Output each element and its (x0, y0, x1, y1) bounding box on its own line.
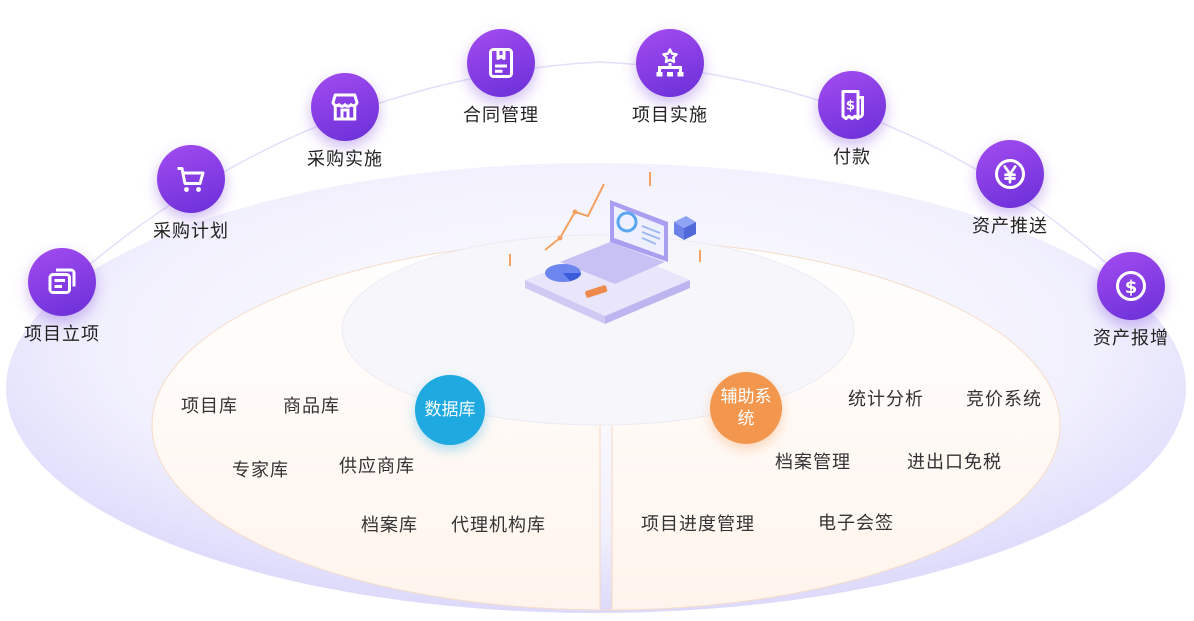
shopping-cart-icon (177, 167, 205, 192)
step-label: 采购计划 (153, 221, 229, 242)
step-label: 项目立项 (24, 324, 100, 345)
step-label: 付款 (833, 147, 871, 168)
step-project-initiation[interactable]: 项目立项 (2, 248, 122, 346)
svg-text:$: $ (1125, 277, 1138, 298)
step-procurement-plan[interactable]: 采购计划 (131, 145, 251, 243)
database-item[interactable]: 代理机构库 (451, 515, 546, 536)
hierarchy-icon (656, 48, 684, 77)
database-item[interactable]: 专家库 (232, 460, 289, 481)
auxiliary-item[interactable]: 项目进度管理 (641, 514, 755, 535)
svg-text:$: $ (846, 98, 855, 114)
dollar-coin-icon: $ (1116, 271, 1146, 301)
step-procurement-implementation[interactable]: 采购实施 (285, 73, 405, 171)
auxiliary-item[interactable]: 统计分析 (848, 389, 924, 410)
contract-icon (489, 48, 513, 78)
auxiliary-item[interactable]: 竞价系统 (966, 389, 1042, 410)
step-asset-addition[interactable]: $ 资产报增 (1071, 252, 1191, 350)
step-payment[interactable]: $ 付款 (792, 71, 912, 169)
step-label: 资产推送 (972, 216, 1048, 237)
database-item[interactable]: 商品库 (283, 396, 340, 417)
documents-icon (48, 268, 76, 294)
database-item[interactable]: 档案库 (361, 515, 418, 536)
laptop-illustration (509, 172, 701, 324)
step-label: 项目实施 (632, 105, 708, 126)
step-label: 合同管理 (463, 105, 539, 126)
auxiliary-badge[interactable]: 辅助系统 (710, 372, 782, 444)
step-project-implementation[interactable]: 项目实施 (610, 29, 730, 127)
storefront-icon (331, 93, 359, 121)
receipt-dollar-icon: $ (841, 90, 864, 120)
step-label: 采购实施 (307, 149, 383, 170)
auxiliary-item[interactable]: 电子会签 (818, 513, 894, 534)
yen-coin-icon (995, 159, 1025, 189)
step-contract-management[interactable]: 合同管理 (441, 29, 561, 127)
database-item[interactable]: 供应商库 (339, 456, 415, 477)
process-arc (59, 61, 1136, 291)
auxiliary-item[interactable]: 档案管理 (775, 452, 851, 473)
step-label: 资产报增 (1093, 328, 1169, 349)
step-asset-push[interactable]: 资产推送 (950, 140, 1070, 238)
database-item[interactable]: 项目库 (181, 396, 238, 417)
auxiliary-item[interactable]: 进出口免税 (907, 452, 1002, 473)
database-badge[interactable]: 数据库 (415, 375, 485, 445)
